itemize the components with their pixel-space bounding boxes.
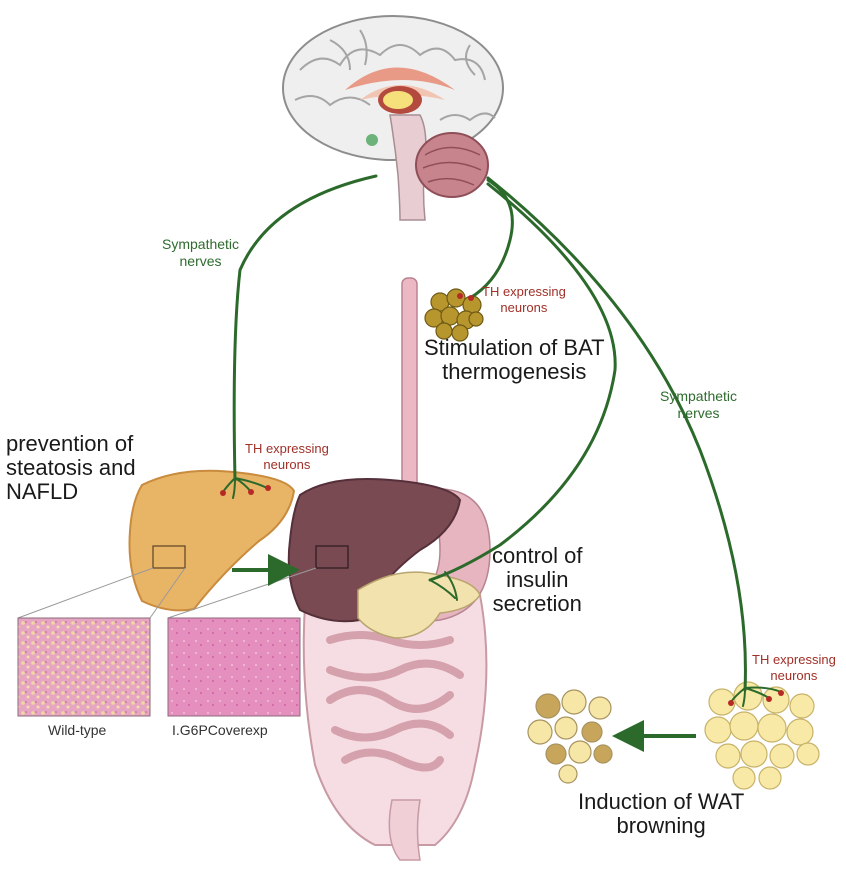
label-line: steatosis and [6,456,136,480]
label-line: Induction of WAT [578,790,744,814]
histology-wildtype-image [18,618,150,716]
wat-cluster-icon [705,682,819,789]
label-line: Sympathetic [660,388,737,405]
label-line: nerves [660,405,737,422]
label-line: NAFLD [6,480,136,504]
label-line: TH expressing [482,284,566,300]
th-neurons-label-liver: TH expressing neurons [245,441,329,473]
wat-effect-label: Induction of WAT browning [578,790,744,838]
label-line: neurons [245,457,329,473]
histology-overexp-image [168,618,300,716]
th-neurons-label-wat: TH expressing neurons [752,652,836,684]
label-line: TH expressing [752,652,836,668]
bat-effect-label: Stimulation of BAT thermogenesis [424,336,605,384]
label-line: neurons [752,668,836,684]
brain-icon [283,16,503,220]
nerve-to-liver [234,176,376,480]
label-line: Sympathetic [162,236,239,253]
label-line: prevention of [6,432,136,456]
label-line: control of [492,544,583,568]
liver-effect-label: prevention of steatosis and NAFLD [6,432,136,504]
label-line: browning [578,814,744,838]
esophagus-icon [402,278,417,488]
sympathetic-nerves-label-right: Sympathetic nerves [660,388,737,422]
th-neurons-label-bat: TH expressing neurons [482,284,566,316]
label-line: TH expressing [245,441,329,457]
label-line: nerves [162,253,239,270]
zoom-line [18,568,153,618]
cerebellum-icon [416,133,488,197]
pancreas-effect-label: control of insulin secretion [492,544,583,616]
label-line: secretion [492,592,583,616]
browning-wat-icon [528,690,612,783]
caption-wildtype: Wild-type [48,722,106,738]
label-line: insulin [492,568,583,592]
caption-overexp: I.G6PCoverexp [172,722,268,738]
label-line: thermogenesis [424,360,605,384]
label-line: Stimulation of BAT [424,336,605,360]
healthy-liver-icon [130,471,295,611]
label-line: neurons [482,300,566,316]
sympathetic-nerves-label-left: Sympathetic nerves [162,236,239,270]
